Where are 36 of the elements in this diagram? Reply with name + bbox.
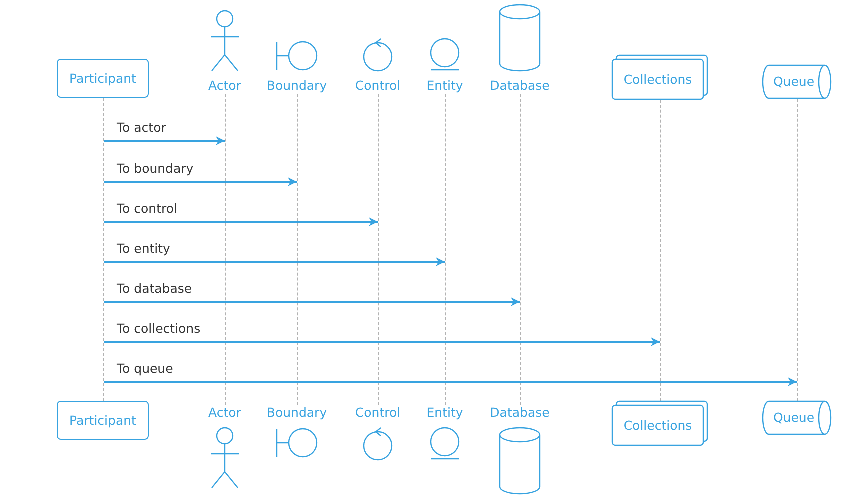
participant-name: Actor [208, 78, 242, 94]
lifeline [797, 99, 798, 401]
lifeline [297, 94, 298, 405]
lifeline [660, 100, 661, 401]
lifeline [520, 94, 521, 405]
participant-name: Participant [70, 70, 136, 86]
participant-name: Entity [426, 405, 464, 421]
message-arrow [104, 378, 797, 386]
participant-name: Collections [624, 418, 692, 434]
message-label: To queue [115, 361, 176, 377]
participant-box [57, 401, 149, 440]
lifeline [103, 98, 104, 401]
participant-name: Control [355, 405, 401, 421]
participant-name: Participant [70, 412, 136, 428]
participant-name: Queue [773, 410, 815, 426]
lifeline [225, 94, 226, 405]
lifeline [445, 94, 446, 405]
message-label: To entity [115, 241, 172, 257]
participant-name: Database [490, 78, 550, 94]
message-arrow [104, 136, 225, 146]
message-arrow [104, 178, 297, 186]
participant-name: Entity [426, 78, 464, 94]
participant-name: Boundary [266, 78, 328, 94]
message-arrow [104, 258, 445, 266]
participant-name: Queue [773, 74, 815, 90]
participant-name: Boundary [266, 405, 328, 421]
participant-name: Collections [624, 72, 692, 88]
message-arrow [104, 338, 660, 346]
lifeline [378, 94, 379, 405]
participant-name: Control [355, 78, 401, 94]
message-arrow [104, 218, 378, 226]
participant-box [57, 59, 149, 98]
participant-name: Database [490, 405, 550, 421]
participant-name: Actor [208, 405, 242, 421]
message-label: To boundary [115, 161, 196, 177]
message-arrow [104, 298, 520, 306]
